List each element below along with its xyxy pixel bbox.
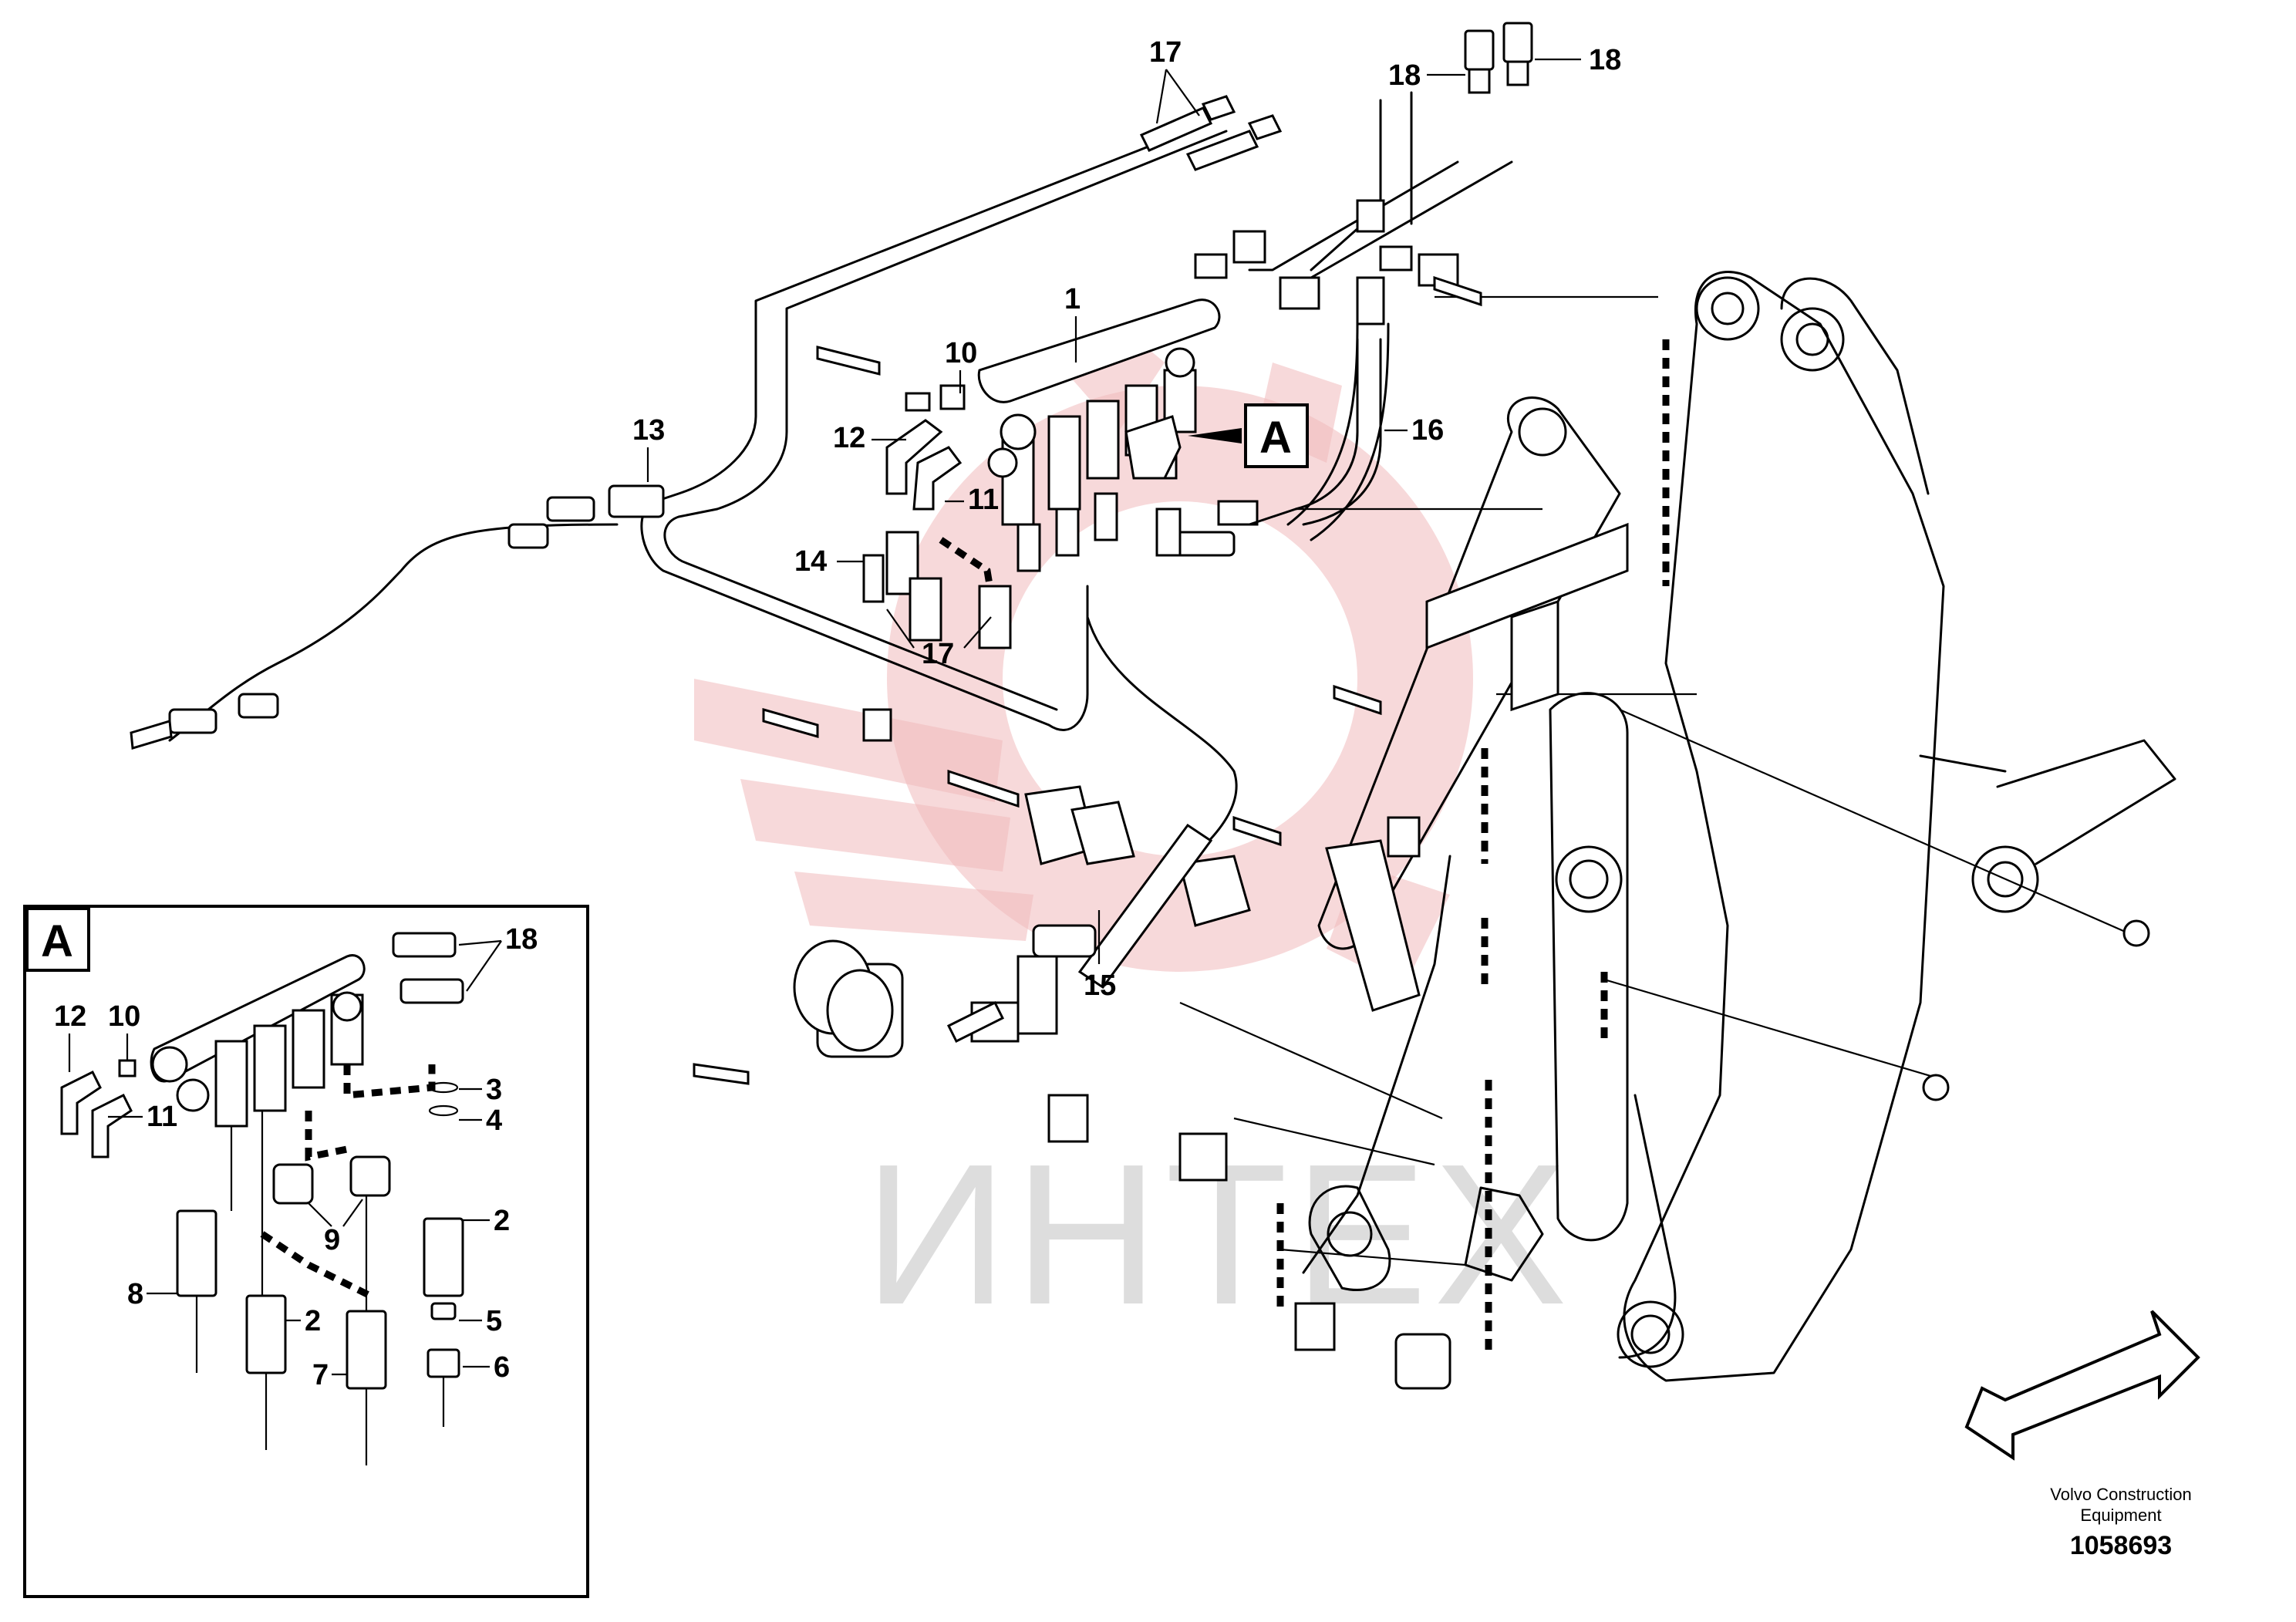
- detail-callout-10: 10: [108, 1000, 140, 1033]
- callout-1: 1: [1064, 283, 1081, 315]
- callout-16: 16: [1411, 414, 1444, 447]
- callout-13: 13: [632, 414, 665, 447]
- manifold-block: [977, 298, 1221, 572]
- callout-10: 10: [945, 337, 977, 369]
- detail-callout-8: 8: [127, 1278, 143, 1310]
- callout-12: 12: [833, 422, 865, 454]
- callout-18-right: 18: [1589, 44, 1621, 76]
- part-16-hose: [1155, 338, 1382, 557]
- detail-callout-3: 3: [486, 1074, 502, 1106]
- hose-end-fittings: [1139, 22, 1533, 171]
- footer-drawing-number: 1058693: [2070, 1531, 2172, 1560]
- part-13-connector: [130, 484, 665, 750]
- detail-callout-2-mid: 2: [305, 1305, 321, 1337]
- detail-callout-4: 4: [486, 1104, 502, 1137]
- callout-17-lower: 17: [922, 638, 954, 670]
- dashed-routing: [939, 339, 1670, 1357]
- mounting-bracket: [1024, 522, 1629, 1012]
- detail-ref-box: [1244, 403, 1309, 468]
- detail-callout-2-right: 2: [494, 1205, 510, 1237]
- callout-18-left: 18: [1388, 59, 1421, 92]
- footer-company-line2: Equipment: [2080, 1506, 2161, 1525]
- footer-company-line1: Volvo Construction: [2050, 1485, 2191, 1504]
- callout-17-upper: 17: [1149, 36, 1182, 69]
- detail-callout-5: 5: [486, 1305, 502, 1337]
- detail-callout-11: 11: [147, 1101, 177, 1133]
- callout-15: 15: [1084, 969, 1116, 1002]
- pin-lines: [1179, 295, 2129, 1266]
- footer: Volvo Construction Equipment 1058693: [2050, 1485, 2191, 1560]
- bushing: [793, 939, 894, 1052]
- callouts: 1 10 12 11 13 14 15 16 17 17 18 18 A: [632, 36, 1621, 1002]
- callout-11: 11: [968, 484, 999, 516]
- detail-title-label: A: [41, 916, 73, 966]
- detail-title-box: [25, 907, 90, 972]
- bolts: [693, 275, 2150, 1101]
- loader-arm: [1302, 271, 2176, 1382]
- direction-arrow: [1964, 1310, 2200, 1461]
- detail-view-a: A 18 12: [23, 905, 589, 1598]
- detail-callout-6: 6: [494, 1351, 510, 1384]
- detail-callout-7: 7: [312, 1359, 329, 1391]
- detail-callout-12: 12: [54, 1000, 86, 1033]
- part-15-hose: [946, 823, 1213, 1044]
- detail-ref-label: A: [1259, 413, 1292, 463]
- detail-callout-18: 18: [505, 923, 538, 956]
- callout-14: 14: [794, 545, 827, 578]
- detail-callout-9: 9: [324, 1224, 340, 1256]
